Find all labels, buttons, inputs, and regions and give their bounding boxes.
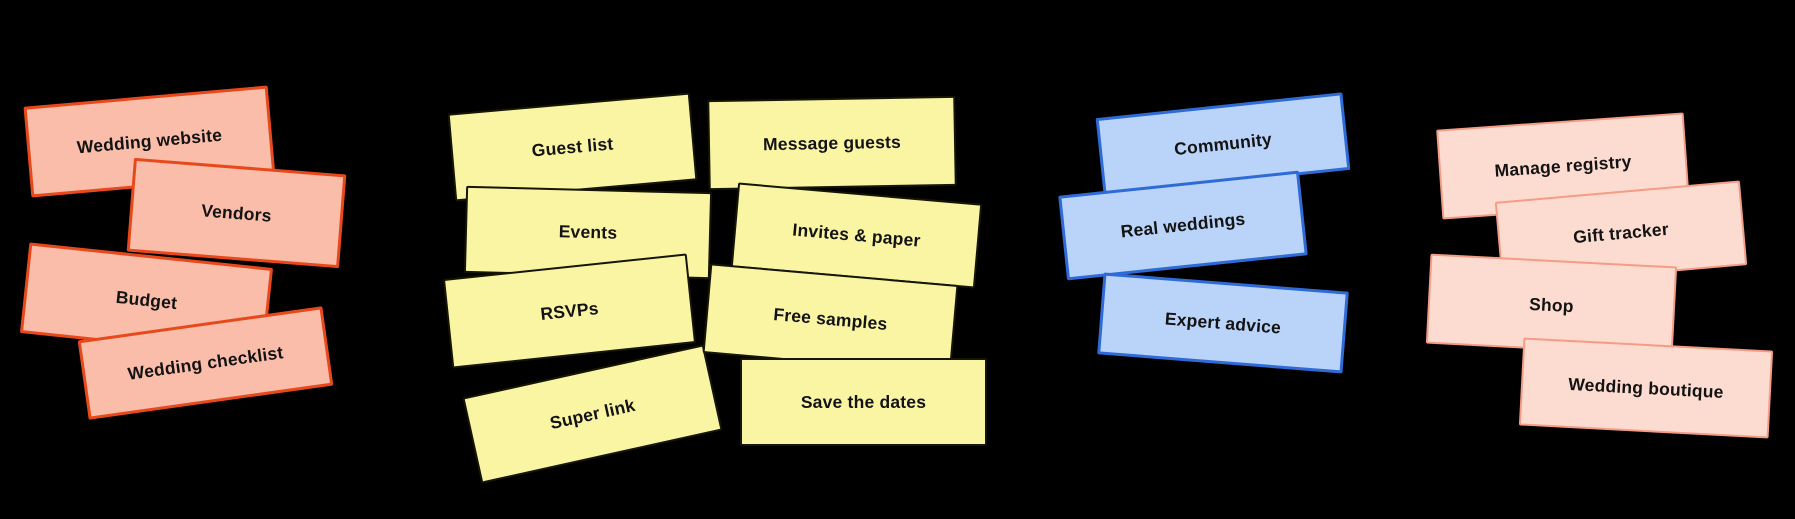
card-guest-list[interactable]: Guest list (447, 92, 698, 202)
card-expert-advice[interactable]: Expert advice (1097, 272, 1349, 374)
card-message-guests[interactable]: Message guests (707, 95, 957, 191)
card-super-link[interactable]: Super link (462, 344, 723, 484)
card-save-the-dates[interactable]: Save the dates (740, 358, 987, 446)
card-wedding-boutique[interactable]: Wedding boutique (1518, 337, 1774, 439)
card-vendors[interactable]: Vendors (126, 157, 347, 269)
card-real-weddings[interactable]: Real weddings (1058, 170, 1308, 281)
